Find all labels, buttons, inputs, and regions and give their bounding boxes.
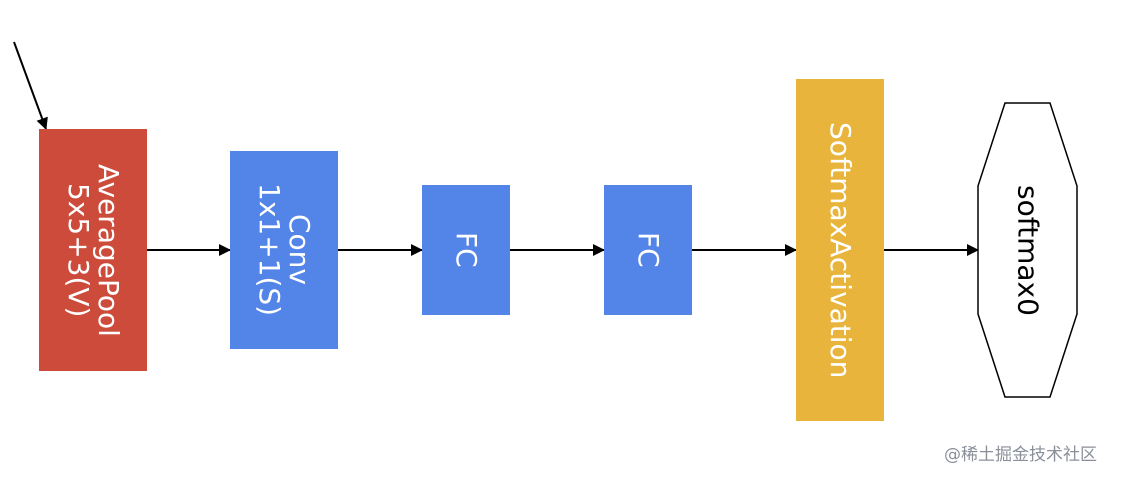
node-conv-label: Conv 1x1+1(S) bbox=[253, 183, 316, 317]
node-averagepool-label: AveragePool 5x5+3(V) bbox=[62, 163, 125, 337]
node-softmaxactivation-label: SoftmaxActivation bbox=[824, 121, 857, 379]
node-softmaxactivation[interactable]: SoftmaxActivation bbox=[796, 79, 884, 421]
node-fc-2-label: FC bbox=[632, 232, 665, 268]
node-averagepool[interactable]: AveragePool 5x5+3(V) bbox=[39, 129, 147, 371]
softmax0-octagon-shape bbox=[977, 102, 1078, 398]
node-fc-1[interactable]: FC bbox=[422, 185, 510, 315]
node-softmax0-label: softmax0 bbox=[1011, 184, 1045, 316]
node-fc-1-label: FC bbox=[450, 232, 483, 268]
node-softmax0[interactable]: softmax0 bbox=[978, 103, 1077, 397]
watermark: @稀土掘金技术社区 bbox=[944, 445, 1097, 465]
node-conv[interactable]: Conv 1x1+1(S) bbox=[230, 151, 338, 349]
edge-input-averagepool bbox=[13, 41, 48, 130]
node-fc-2[interactable]: FC bbox=[604, 185, 692, 315]
